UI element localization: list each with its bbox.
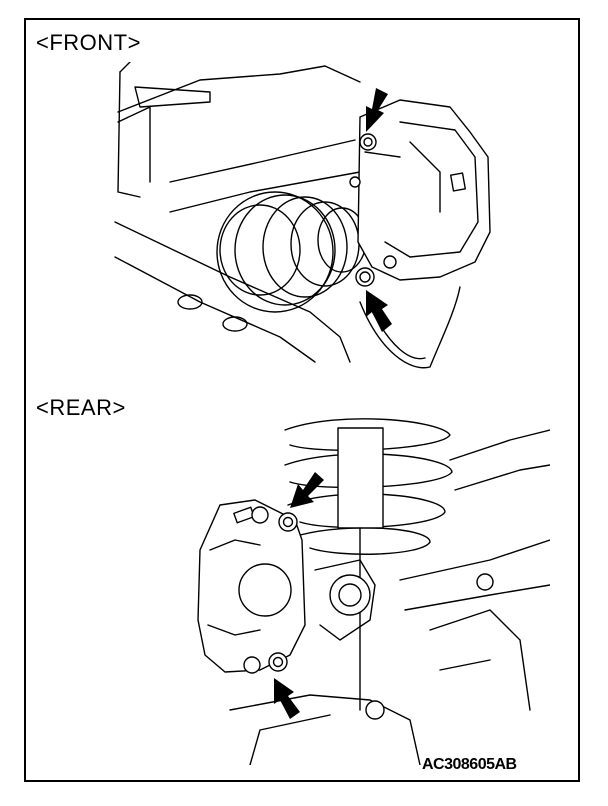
lower-caliper-bolt bbox=[355, 267, 375, 287]
rear-label: <REAR> bbox=[36, 395, 126, 420]
front-brake-illustration bbox=[114, 62, 491, 369]
rear-brake-illustration bbox=[197, 418, 550, 765]
upper-caliper-bolt bbox=[359, 133, 377, 151]
lower-bolt-arrow bbox=[366, 290, 392, 332]
hub-bushing bbox=[329, 574, 371, 616]
rear-lower-bolt-arrow bbox=[274, 678, 300, 719]
shock-absorber bbox=[337, 427, 384, 529]
rear-upper-caliper-bolt bbox=[278, 512, 298, 532]
rear-lower-caliper-bolt bbox=[268, 652, 288, 672]
cv-boot bbox=[216, 191, 367, 313]
front-label: <FRONT> bbox=[36, 30, 141, 55]
figure-code: AC308605AB bbox=[422, 756, 517, 773]
figure-frame bbox=[24, 18, 580, 782]
rear-caliper bbox=[197, 499, 306, 673]
front-caliper bbox=[357, 99, 491, 281]
upper-bolt-arrow bbox=[366, 88, 388, 132]
rear-upper-bolt-arrow bbox=[290, 472, 324, 508]
